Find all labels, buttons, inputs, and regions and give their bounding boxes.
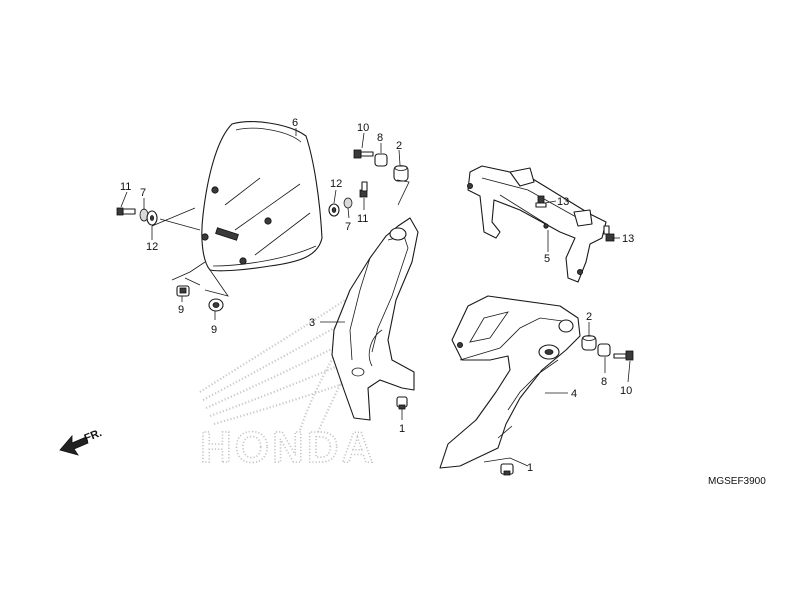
callout-5: 5	[544, 253, 550, 265]
callout-2: 2	[396, 140, 402, 152]
right-screw-11	[359, 181, 368, 198]
callout-2: 2	[586, 311, 592, 323]
callout-9: 9	[211, 324, 217, 336]
side-cover-4	[439, 295, 581, 469]
front-direction-label: FR.	[83, 427, 104, 445]
left-collar-12	[146, 210, 158, 226]
well-nut-9-right	[208, 298, 224, 312]
callout-6: 6	[292, 117, 298, 129]
callout-11: 11	[120, 181, 131, 193]
grommet-2-top	[393, 165, 409, 182]
callout-12: 12	[146, 241, 158, 253]
honda-wing-watermark	[199, 299, 358, 433]
collar-8-right	[597, 343, 611, 357]
callout-labels: 6 10 8 2 11 7 12 12 7 11 9 9 3 1 13 13 5…	[120, 117, 634, 474]
callout-8: 8	[601, 376, 607, 388]
windscreen	[201, 121, 323, 272]
stay-bracket-5	[466, 165, 607, 283]
callout-7: 7	[140, 187, 146, 199]
collar-8-top	[374, 153, 388, 167]
callout-4: 4	[571, 388, 577, 400]
leader-grommet-2	[396, 179, 410, 206]
well-nut-9-left	[176, 285, 190, 297]
front-direction-arrow-icon	[59, 434, 89, 456]
callout-8: 8	[377, 132, 383, 144]
honda-watermark-text: HONDA	[200, 423, 376, 472]
leader-nuts-9	[171, 261, 229, 297]
callout-13: 13	[622, 233, 634, 245]
callout-3: 3	[309, 317, 315, 329]
screw-13-lower	[603, 225, 615, 242]
callout-10: 10	[620, 385, 632, 397]
right-washer-7	[343, 197, 353, 209]
callout-12: 12	[330, 178, 342, 190]
callout-11: 11	[357, 213, 368, 225]
clip-1-left	[396, 396, 408, 410]
diagram-code: MGSEF3900	[708, 476, 766, 487]
callout-13: 13	[557, 196, 569, 208]
leader-left-hardware	[151, 207, 201, 231]
inner-cover-3	[331, 217, 419, 421]
bolt-10-right	[613, 350, 634, 361]
leader-1-right	[483, 457, 529, 467]
callout-9: 9	[178, 304, 184, 316]
callout-10: 10	[357, 122, 369, 134]
grommet-2-right	[581, 335, 597, 351]
screw-13-upper	[535, 195, 547, 208]
callout-1: 1	[527, 462, 533, 474]
left-screw-11	[116, 207, 136, 216]
leader-lines	[120, 128, 631, 420]
callout-1: 1	[399, 423, 405, 435]
windscreen-logo	[215, 227, 239, 241]
bolt-10-top	[353, 149, 374, 159]
right-collar-12	[328, 203, 340, 217]
clip-1-right	[500, 463, 514, 476]
callout-7: 7	[345, 221, 351, 233]
